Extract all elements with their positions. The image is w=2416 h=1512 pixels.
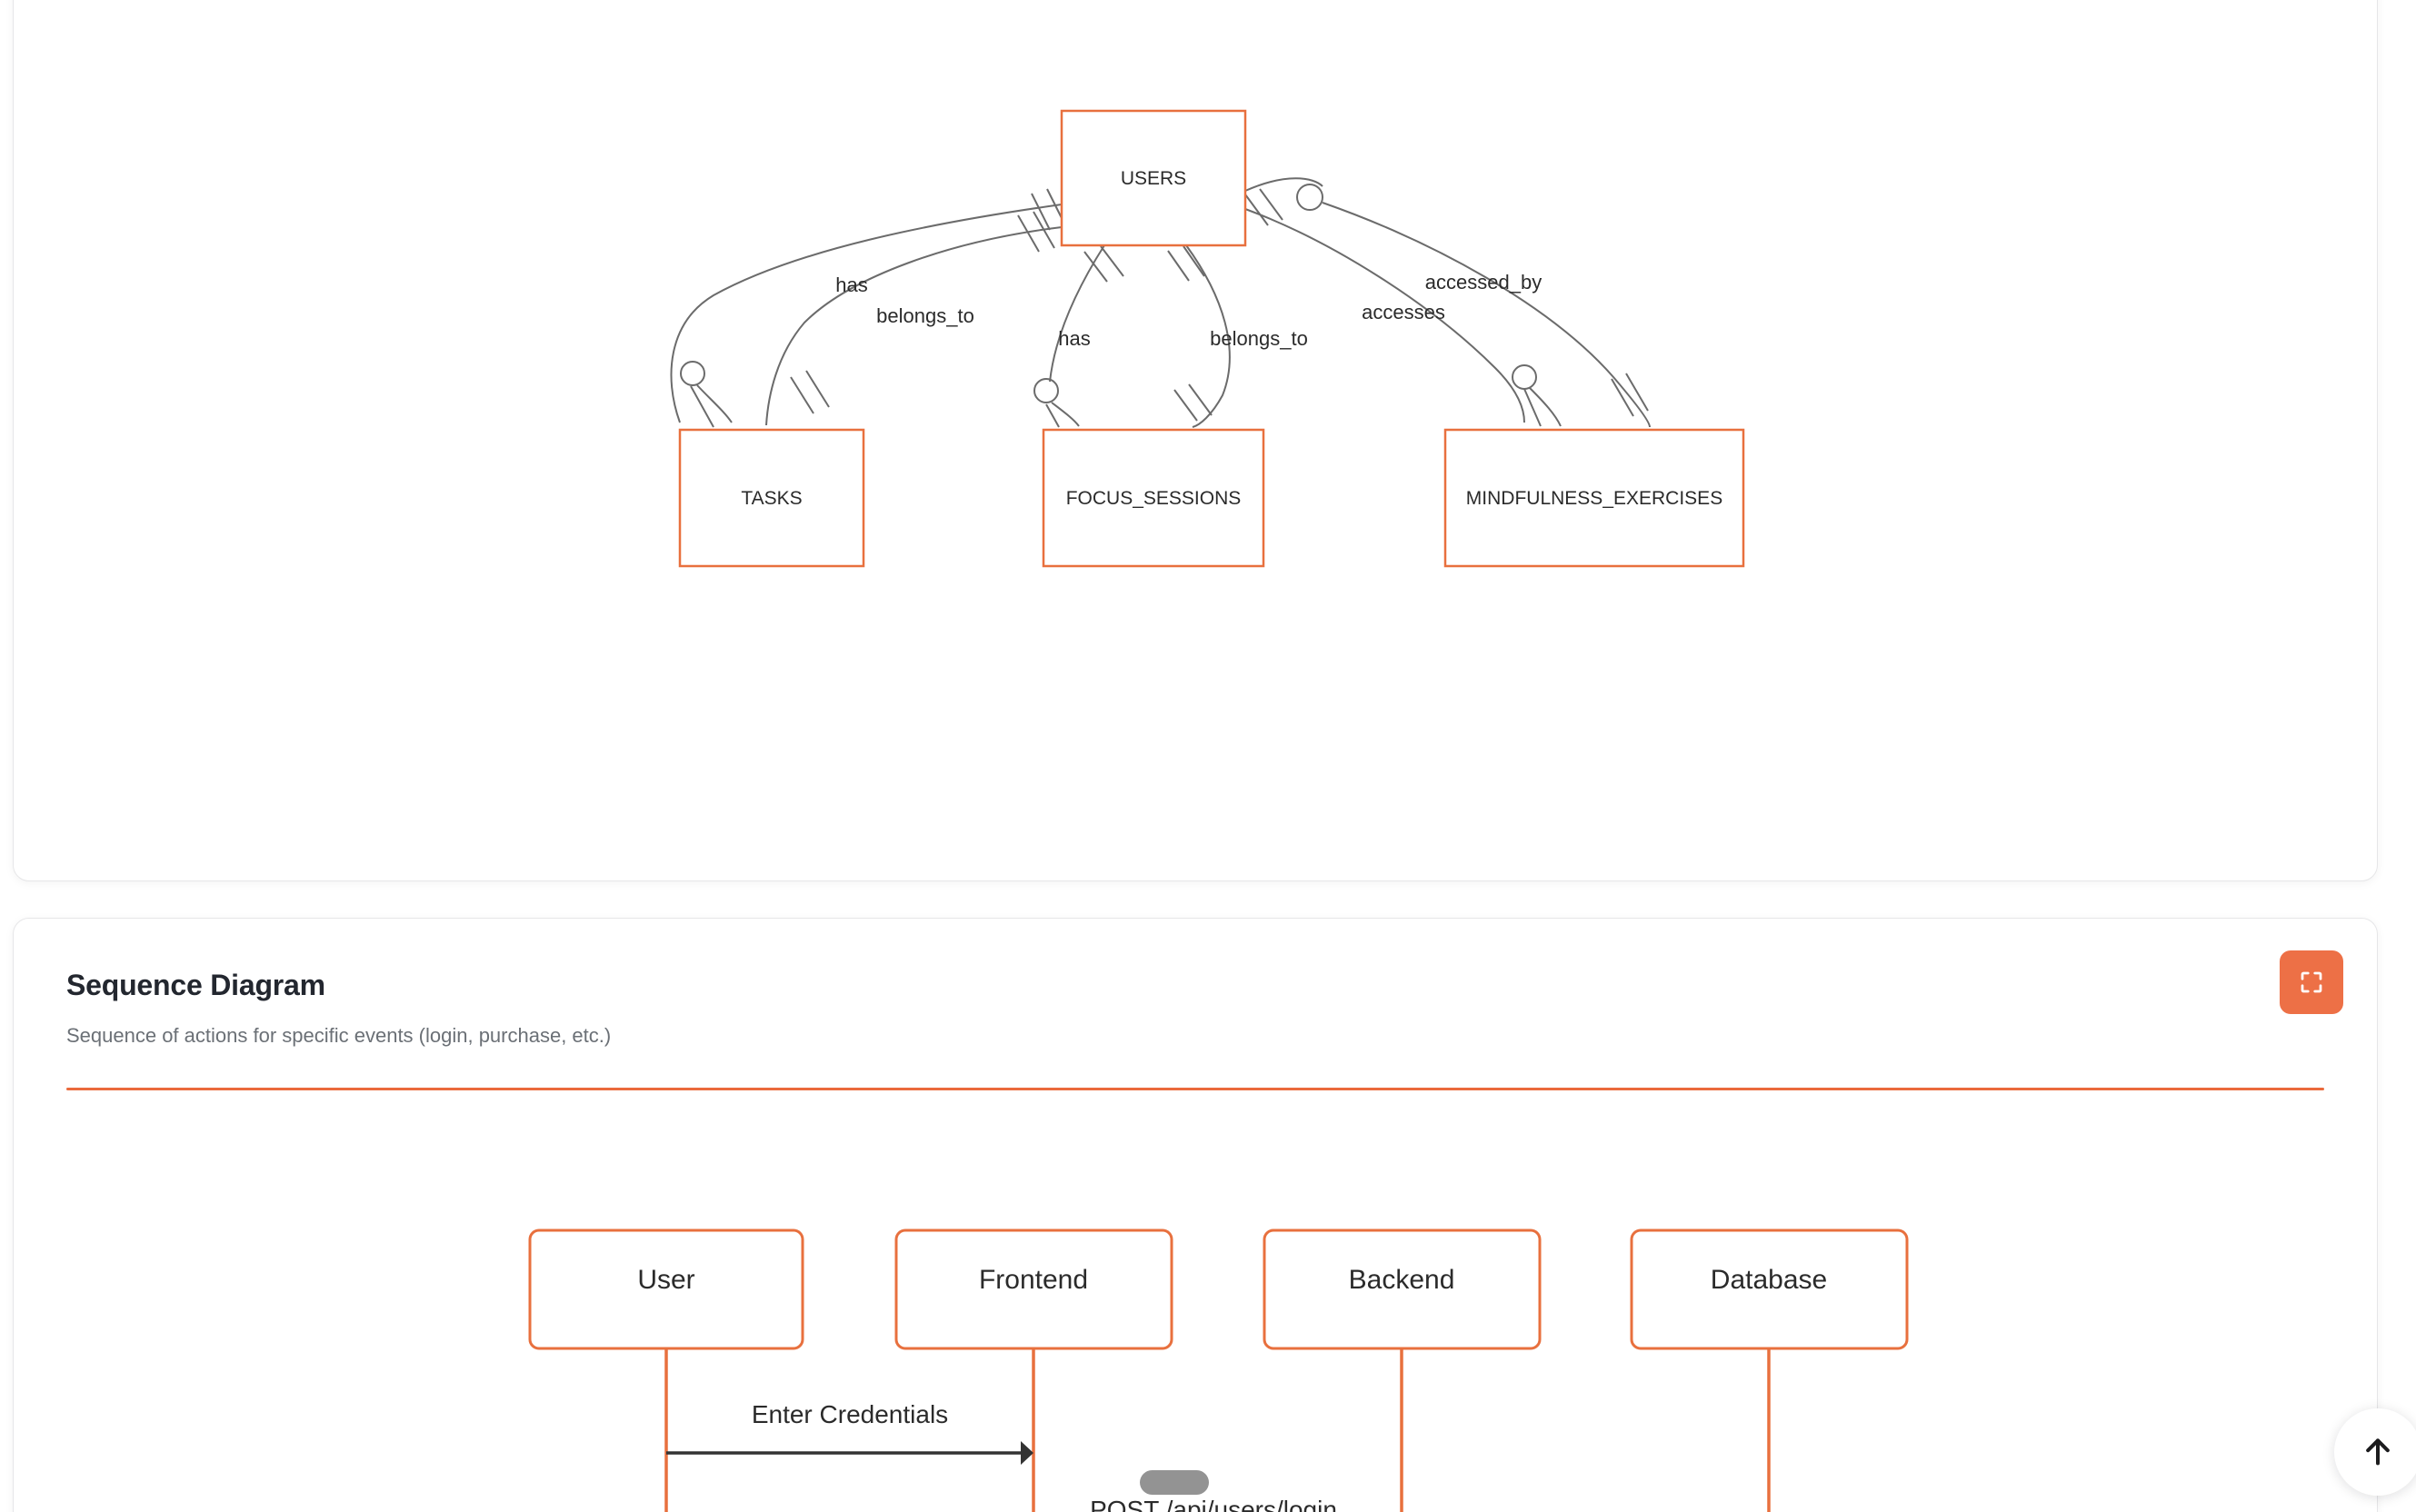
entity-label: FOCUS_SESSIONS bbox=[1066, 488, 1242, 509]
message-post-login: POST /api/users/login bbox=[1090, 1496, 1337, 1512]
relationship-label-belongs-to-tasks: belongs_to bbox=[876, 304, 974, 327]
entity-users[interactable]: USERS bbox=[1060, 109, 1247, 247]
card-subtitle: Sequence of actions for specific events … bbox=[66, 1024, 612, 1048]
entity-label: TASKS bbox=[741, 488, 802, 509]
er-diagram-card: USERS TASKS FOCUS_SESSIONS MINDFULNESS_E… bbox=[13, 0, 2378, 881]
participant-label: User bbox=[637, 1265, 694, 1295]
entity-focus-sessions[interactable]: FOCUS_SESSIONS bbox=[1042, 428, 1265, 568]
participant-label: Frontend bbox=[979, 1265, 1088, 1295]
entity-label: USERS bbox=[1121, 168, 1186, 189]
header-divider bbox=[66, 1088, 2324, 1090]
sequence-diagram-card: Sequence Diagram Sequence of actions for… bbox=[13, 918, 2378, 1512]
page-title: Sequence Diagram bbox=[66, 969, 325, 1001]
relationship-label-has-tasks: has bbox=[835, 274, 867, 296]
relationship-label-accessed-by: accessed_by bbox=[1425, 271, 1542, 293]
message-label: POST /api/users/login bbox=[1090, 1496, 1337, 1512]
relationship-tasks-users bbox=[765, 211, 1063, 426]
entity-mindfulness-exercises[interactable]: MINDFULNESS_EXERCISES bbox=[1443, 428, 1745, 568]
er-diagram-canvas: USERS TASKS FOCUS_SESSIONS MINDFULNESS_E… bbox=[670, 109, 1745, 568]
sequence-card-header: Sequence Diagram Sequence of actions for… bbox=[14, 919, 2377, 1049]
message-label: Enter Credentials bbox=[752, 1400, 948, 1428]
fullscreen-icon bbox=[2298, 969, 2325, 996]
relationship-users-mindfulness bbox=[1244, 188, 1562, 427]
relationship-label-accesses: accesses bbox=[1362, 301, 1445, 323]
participant-backend[interactable]: Backend bbox=[1263, 1228, 1542, 1350]
relationship-users-tasks bbox=[670, 188, 1066, 428]
cursor-highlight-artifact bbox=[1140, 1470, 1209, 1495]
arrow-up-icon bbox=[2360, 1433, 2396, 1472]
relationship-mindfulness-users bbox=[1244, 177, 1651, 428]
scroll-to-top-button[interactable] bbox=[2334, 1408, 2416, 1496]
sequence-diagram-canvas: User Frontend Backend Database Enter Cre… bbox=[528, 1228, 1909, 1512]
relationship-label-has-focus: has bbox=[1058, 327, 1090, 350]
entity-label: MINDFULNESS_EXERCISES bbox=[1466, 488, 1722, 509]
participant-label: Backend bbox=[1349, 1265, 1455, 1295]
relationship-focus-users bbox=[1167, 244, 1231, 428]
fullscreen-button[interactable] bbox=[2280, 950, 2343, 1014]
participant-user[interactable]: User bbox=[528, 1228, 804, 1350]
participant-label: Database bbox=[1711, 1265, 1827, 1295]
entity-tasks[interactable]: TASKS bbox=[678, 428, 865, 568]
message-enter-credentials: Enter Credentials bbox=[666, 1400, 1033, 1465]
relationship-label-belongs-to-focus: belongs_to bbox=[1210, 327, 1308, 350]
participant-frontend[interactable]: Frontend bbox=[894, 1228, 1173, 1350]
participant-database[interactable]: Database bbox=[1630, 1228, 1909, 1350]
relationship-users-focus bbox=[1033, 244, 1124, 428]
